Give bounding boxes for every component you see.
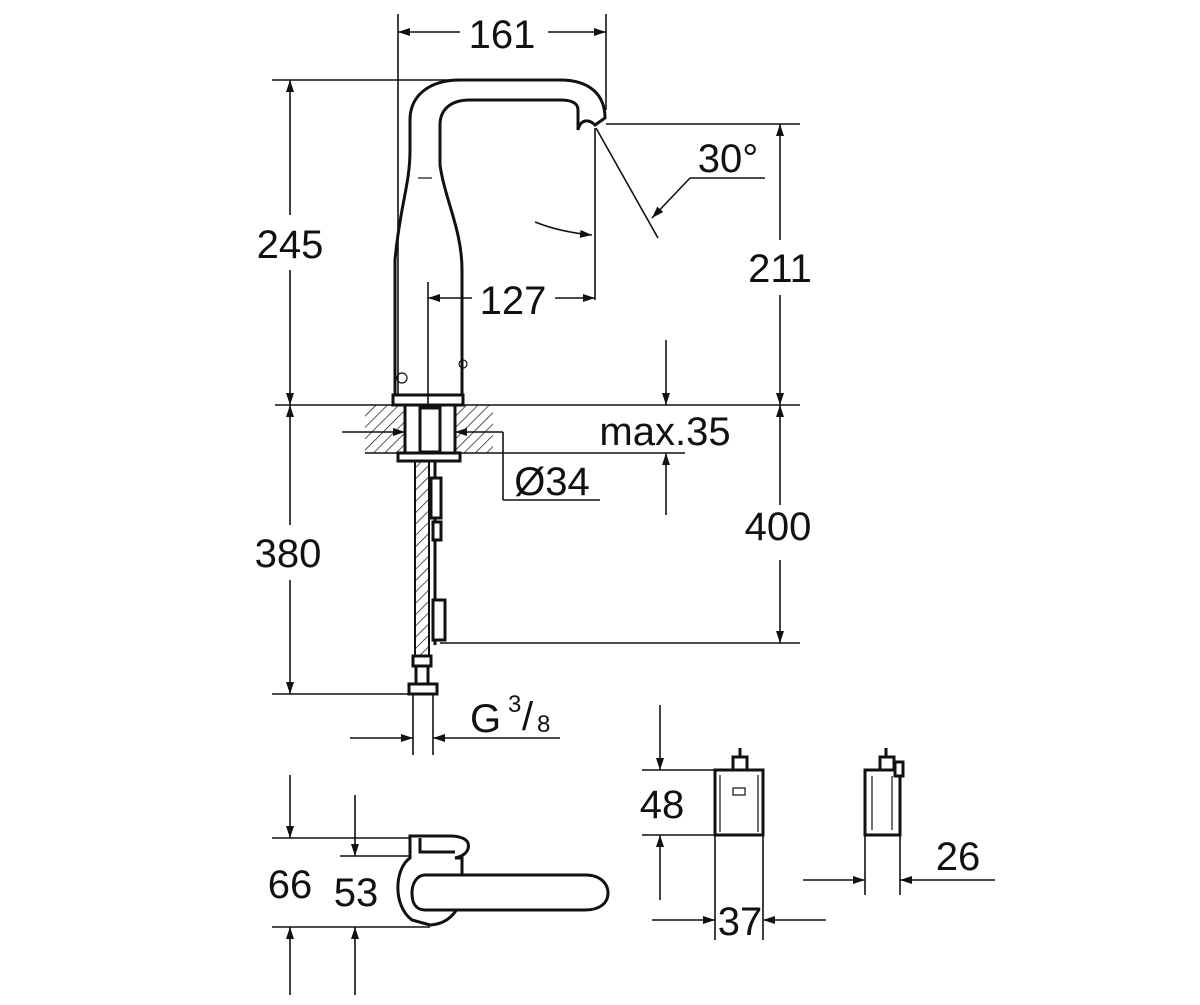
label-thread-numerator: 3 [508, 691, 521, 718]
dim-53: 53 [334, 795, 379, 995]
label-diameter-34: Ø34 [514, 460, 590, 504]
dim-66: 66 [268, 775, 313, 995]
label-thread-g: G [470, 697, 501, 741]
faucet-body [391, 78, 607, 407]
dim-37: 37 [652, 835, 826, 944]
control-box-side [863, 748, 905, 837]
dim-thread-g-3-8: G 3 / 8 [350, 691, 560, 755]
brand-logo-icon [732, 787, 746, 796]
label-66: 66 [268, 863, 313, 907]
label-max-35: max.35 [599, 410, 730, 454]
label-30-degrees: 30° [698, 137, 759, 181]
plan-view [272, 834, 610, 928]
control-box-front [713, 748, 765, 837]
label-380: 380 [255, 532, 322, 576]
label-127: 127 [480, 279, 547, 323]
dim-30-degrees: 30° [651, 137, 765, 219]
dim-161: 161 [397, 13, 607, 395]
label-48: 48 [640, 783, 685, 827]
label-37: 37 [718, 900, 763, 944]
thread-connector [407, 682, 439, 696]
label-211: 211 [748, 247, 812, 291]
dim-48: 48 [640, 705, 715, 900]
dim-diameter-34: Ø34 [342, 428, 600, 504]
dim-245: 245 [257, 79, 460, 405]
label-400: 400 [745, 505, 812, 549]
fixing-nut [396, 451, 462, 463]
screw-icon [458, 359, 468, 369]
label-161: 161 [469, 13, 536, 57]
countertop [275, 403, 800, 463]
label-thread-denominator: 8 [537, 711, 550, 738]
sensor-dot-icon [396, 372, 408, 384]
supply-hoses [407, 460, 447, 696]
label-245: 245 [257, 223, 324, 267]
dim-211: 211 [606, 123, 812, 405]
label-thread-slash: / [522, 695, 534, 739]
label-26: 26 [936, 835, 981, 879]
control-box-side-body [863, 768, 902, 837]
dim-380: 380 [255, 405, 410, 695]
dim-max-35: max.35 [599, 340, 731, 515]
dim-127: 127 [427, 279, 595, 408]
spout-plan-outline [410, 873, 610, 912]
control-box-body [713, 768, 765, 837]
dim-400: 400 [440, 405, 812, 644]
dim-26: 26 [803, 835, 995, 895]
label-53: 53 [334, 871, 379, 915]
